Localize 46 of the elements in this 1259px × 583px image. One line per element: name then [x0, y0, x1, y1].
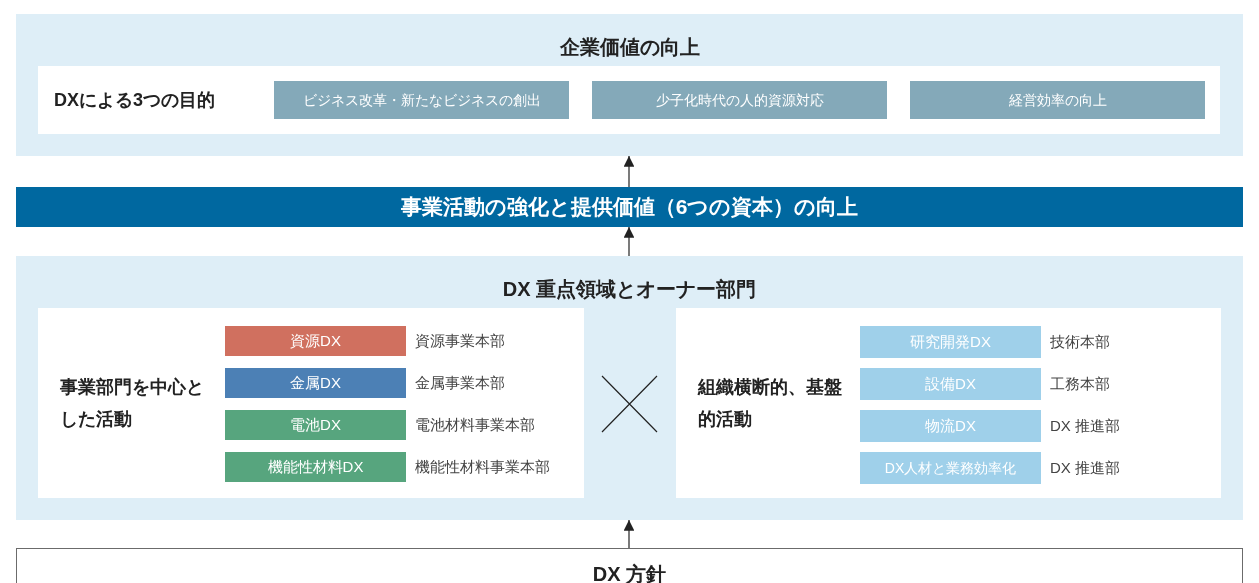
panel-heading: DXによる3つの目的 — [54, 88, 215, 112]
activity-panel — [38, 308, 584, 498]
dx-area-box — [225, 326, 406, 356]
arrow — [623, 519, 635, 549]
department-name: 機能性材料事業本部 — [415, 456, 550, 477]
purpose-panel — [38, 66, 1220, 134]
value-band — [16, 187, 1243, 227]
box-label: 金属DX — [290, 372, 341, 393]
box-label: 設備DX — [925, 373, 976, 394]
section-title: 企業価値の向上 — [559, 35, 700, 60]
box-label: 資源DX — [290, 330, 341, 351]
box-label: 少子化時代の人的資源対応 — [655, 90, 824, 110]
dx-area-box — [225, 368, 406, 398]
band-title: 事業活動の強化と提供価値（6つの資本）の向上 — [400, 194, 859, 221]
box-label: 機能性材料DX — [267, 456, 364, 477]
arrow — [623, 226, 635, 257]
box-label: ビジネス改革・新たなビジネスの創出 — [302, 90, 541, 110]
dx-area-box — [225, 452, 406, 482]
department-name: 工務本部 — [1050, 373, 1110, 394]
department-name: DX 推進部 — [1050, 457, 1120, 478]
box-label: 研究開発DX — [910, 331, 991, 352]
department-name: 電池材料事業本部 — [415, 414, 535, 435]
section-panel — [16, 256, 1243, 520]
box-label: 電池DX — [290, 414, 341, 435]
box-label: 経営効率の向上 — [1008, 90, 1107, 110]
department-name: DX 推進部 — [1050, 415, 1120, 436]
panel-heading: 組織横断的、基盤的活動 — [698, 375, 843, 431]
department-name: 金属事業本部 — [415, 372, 505, 393]
section-title: DX 重点領域とオーナー部門 — [502, 277, 757, 302]
dx-area-box — [860, 326, 1041, 358]
purpose-box — [592, 81, 887, 119]
dx-area-box — [225, 410, 406, 440]
purpose-box — [910, 81, 1205, 119]
department-name: 技術本部 — [1050, 331, 1110, 352]
section-panel — [16, 14, 1243, 156]
box-label: 物流DX — [925, 415, 976, 436]
department-name: 資源事業本部 — [415, 330, 505, 351]
purpose-box — [274, 81, 569, 119]
dx-area-box — [860, 410, 1041, 442]
box-label: DX人材と業務効率化 — [884, 458, 1017, 478]
section-title: DX 方針 — [592, 562, 667, 583]
activity-panel — [676, 308, 1221, 498]
dx-area-box — [860, 368, 1041, 400]
dx-area-box — [860, 452, 1041, 484]
arrow — [623, 155, 635, 188]
panel-heading: 事業部門を中心とした活動 — [60, 375, 205, 431]
